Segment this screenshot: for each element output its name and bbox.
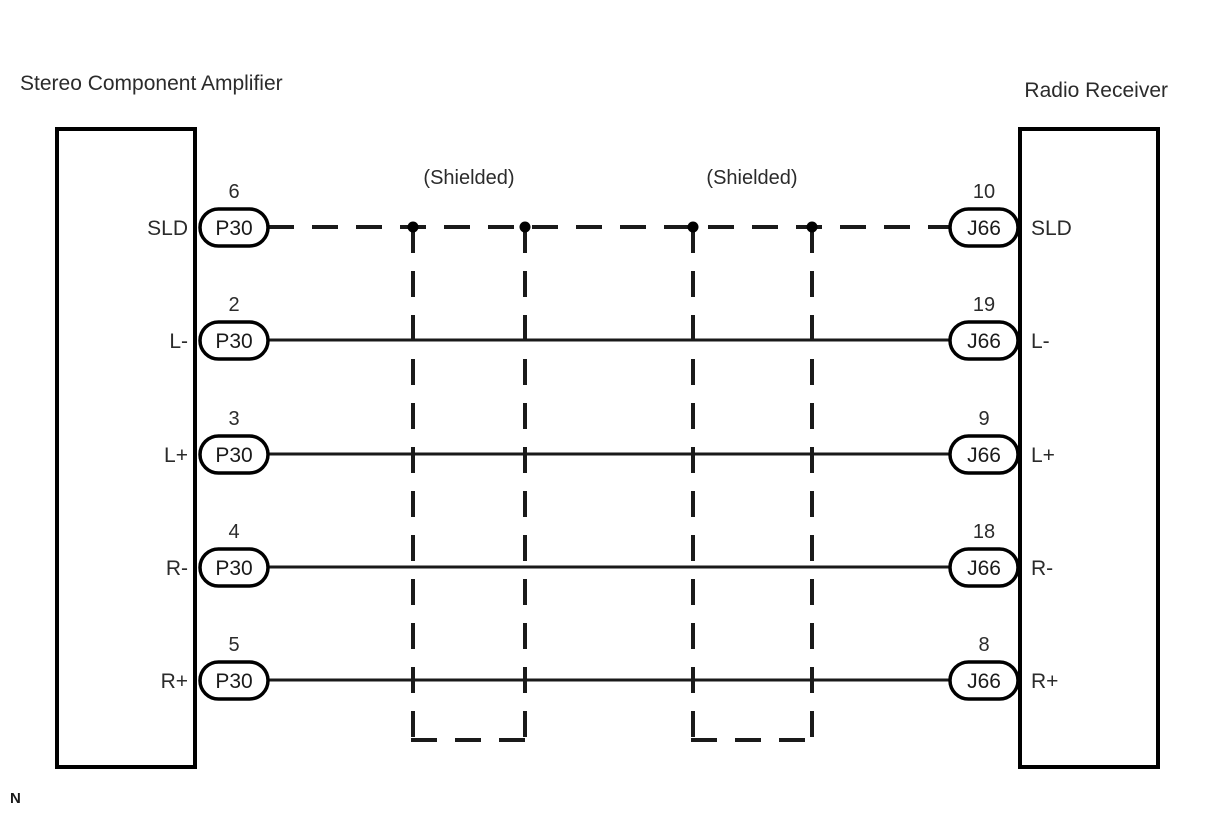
connector-label-left-row-2: P30 <box>215 330 252 353</box>
pin-number-right-row-4: 18 <box>973 521 995 543</box>
connector-left-row-1[interactable] <box>198 207 270 248</box>
pin-number-left-row-3: 3 <box>228 408 239 430</box>
junction-dot-shield-2-left <box>687 221 699 233</box>
signal-label-right-row-5: R+ <box>1031 670 1058 693</box>
device-title-right: Radio Receiver <box>1024 79 1168 102</box>
connector-label-right-row-5: J66 <box>967 670 1001 693</box>
connector-left-row-4[interactable] <box>198 547 270 588</box>
connector-label-left-row-5: P30 <box>215 670 252 693</box>
signal-label-left-row-2: L- <box>169 330 188 353</box>
connector-left-row-2[interactable] <box>198 320 270 361</box>
junction-dot-shield-1-right <box>519 221 531 233</box>
corner-mark: N <box>10 790 21 807</box>
connector-right-row-5[interactable] <box>948 660 1020 701</box>
connector-label-left-row-1: P30 <box>215 217 252 240</box>
shield-note-1: (Shielded) <box>423 167 514 189</box>
shield-note-2: (Shielded) <box>706 167 797 189</box>
device-title-left: Stereo Component Amplifier <box>20 72 283 95</box>
signal-label-right-row-4: R- <box>1031 557 1053 580</box>
connector-label-right-row-1: J66 <box>967 217 1001 240</box>
connector-right-row-2[interactable] <box>948 320 1020 361</box>
pin-number-right-row-5: 8 <box>978 634 989 656</box>
pin-number-right-row-3: 9 <box>978 408 989 430</box>
connector-label-left-row-3: P30 <box>215 444 252 467</box>
connector-label-right-row-4: J66 <box>967 557 1001 580</box>
junction-dot-shield-1-left <box>407 221 419 233</box>
connector-right-row-4[interactable] <box>948 547 1020 588</box>
signal-label-left-row-4: R- <box>166 557 188 580</box>
signal-label-right-row-1: SLD <box>1031 217 1072 240</box>
connector-label-left-row-4: P30 <box>215 557 252 580</box>
connector-left-row-5[interactable] <box>198 660 270 701</box>
signal-label-right-row-3: L+ <box>1031 444 1055 467</box>
junction-dot-shield-2-right <box>806 221 818 233</box>
signal-label-left-row-3: L+ <box>164 444 188 467</box>
pin-number-left-row-2: 2 <box>228 294 239 316</box>
connector-label-right-row-3: J66 <box>967 444 1001 467</box>
pin-number-left-row-1: 6 <box>228 181 239 203</box>
connector-label-right-row-2: J66 <box>967 330 1001 353</box>
pin-number-right-row-2: 19 <box>973 294 995 316</box>
connector-right-row-1[interactable] <box>948 207 1020 248</box>
connector-right-row-3[interactable] <box>948 434 1020 475</box>
signal-label-right-row-2: L- <box>1031 330 1050 353</box>
signal-label-left-row-1: SLD <box>147 217 188 240</box>
signal-label-left-row-5: R+ <box>161 670 188 693</box>
device-box-left <box>55 127 197 769</box>
pin-number-right-row-1: 10 <box>973 181 995 203</box>
pin-number-left-row-4: 4 <box>228 521 239 543</box>
pin-number-left-row-5: 5 <box>228 634 239 656</box>
device-box-right <box>1018 127 1160 769</box>
connector-left-row-3[interactable] <box>198 434 270 475</box>
